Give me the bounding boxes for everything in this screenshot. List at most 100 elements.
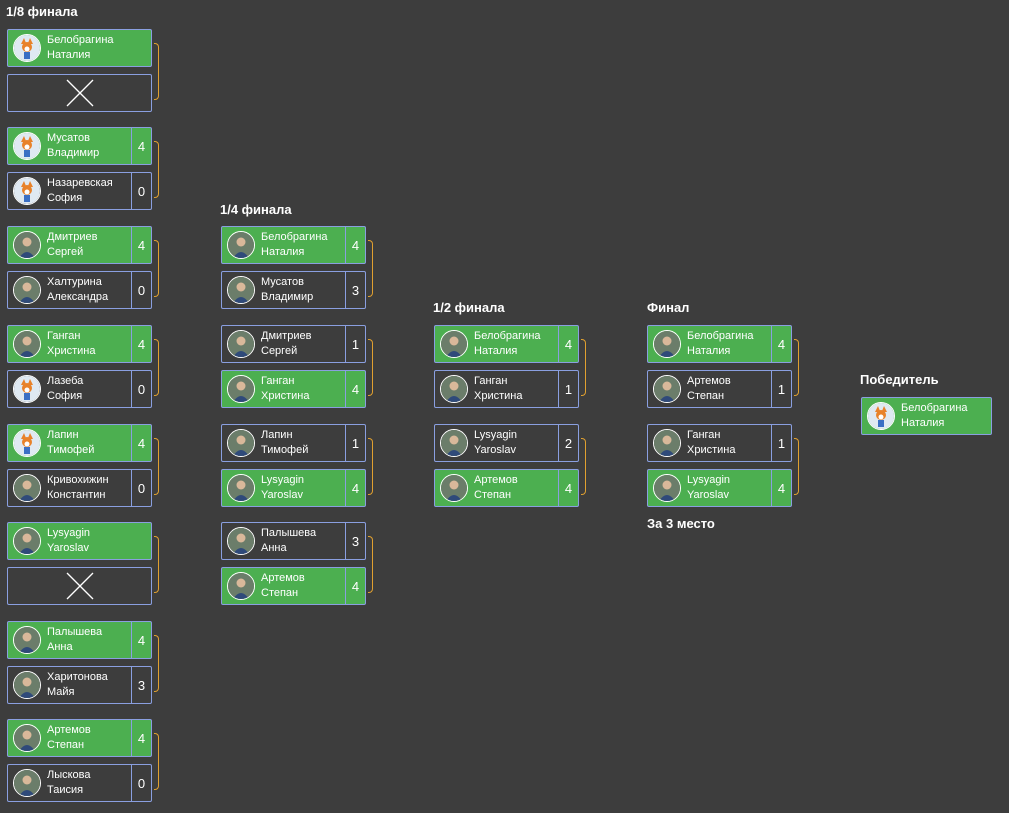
player-photo-icon	[653, 330, 681, 358]
player-photo-icon	[227, 572, 255, 600]
player-slot[interactable]: Палышева Анна 3	[221, 522, 366, 560]
player-score: 4	[558, 470, 578, 506]
player-score: 4	[131, 720, 151, 756]
bracket-connector	[368, 240, 373, 297]
player-photo-icon	[13, 527, 41, 555]
player-name: Артемов Степан	[687, 375, 731, 402]
player-photo-icon	[13, 724, 41, 752]
player-score: 0	[131, 470, 151, 506]
player-score: 3	[345, 523, 365, 559]
player-slot[interactable]: Белобрагина Наталия 4	[647, 325, 792, 363]
player-photo-icon	[13, 474, 41, 502]
player-photo-icon	[440, 375, 468, 403]
player-score: 4	[131, 622, 151, 658]
player-score: 4	[771, 470, 791, 506]
player-slot[interactable]: Lysyagin Yaroslav 4	[647, 469, 792, 507]
player-photo-icon	[440, 429, 468, 457]
player-slot[interactable]: Артемов Степан 4	[434, 469, 579, 507]
player-photo-icon	[227, 429, 255, 457]
player-name: Белобрагина Наталия	[261, 231, 328, 258]
empty-slot[interactable]	[7, 74, 152, 112]
player-slot[interactable]: Артемов Степан 4	[221, 567, 366, 605]
player-name: Белобрагина Наталия	[474, 330, 541, 357]
player-name: Белобрагина Наталия	[687, 330, 754, 357]
player-slot[interactable]: Кривохижин Константин 0	[7, 469, 152, 507]
player-score: 2	[558, 425, 578, 461]
round-title-final: Финал	[647, 300, 690, 315]
player-name: Артемов Степан	[474, 474, 518, 501]
player-photo-icon	[227, 375, 255, 403]
empty-slot[interactable]	[7, 567, 152, 605]
bracket-connector	[794, 339, 799, 396]
player-score: 1	[345, 425, 365, 461]
player-name: Харитонова Майя	[47, 671, 108, 698]
player-slot[interactable]: Белобрагина Наталия	[861, 397, 992, 435]
player-name: Артемов Степан	[261, 572, 305, 599]
player-name: Ганган Христина	[261, 375, 310, 402]
player-score: 0	[131, 371, 151, 407]
fox-mascot-icon	[13, 375, 41, 403]
player-photo-icon	[227, 276, 255, 304]
player-photo-icon	[440, 330, 468, 358]
bracket-connector	[581, 438, 586, 495]
player-name: Lysyagin Yaroslav	[687, 474, 731, 501]
player-slot[interactable]: Lysyagin Yaroslav	[7, 522, 152, 560]
bracket-connector	[154, 141, 159, 198]
player-score: 1	[345, 326, 365, 362]
player-name: Дмитриев Сергей	[47, 231, 98, 258]
fox-mascot-icon	[13, 177, 41, 205]
player-photo-icon	[13, 671, 41, 699]
player-name: Палышева Анна	[261, 527, 317, 554]
player-score: 0	[131, 765, 151, 801]
player-slot[interactable]: Белобрагина Наталия	[7, 29, 152, 67]
fox-mascot-icon	[867, 402, 895, 430]
close-icon	[66, 79, 93, 107]
bracket-connector	[154, 536, 159, 593]
player-name: Lysyagin Yaroslav	[261, 474, 305, 501]
player-slot[interactable]: Ганган Христина 1	[647, 424, 792, 462]
player-name: Дмитриев Сергей	[261, 330, 312, 357]
bracket-connector	[154, 733, 159, 790]
bracket-connector	[368, 438, 373, 495]
player-score: 0	[131, 173, 151, 209]
player-score: 1	[771, 425, 791, 461]
player-name: Мусатов Владимир	[47, 132, 100, 159]
player-photo-icon	[653, 375, 681, 403]
player-slot[interactable]: Дмитриев Сергей 1	[221, 325, 366, 363]
player-name: Lysyagin Yaroslav	[47, 527, 91, 554]
round-title-qf: 1/4 финала	[220, 202, 292, 217]
player-score: 4	[345, 568, 365, 604]
player-score: 4	[131, 326, 151, 362]
player-score: 1	[558, 371, 578, 407]
player-name: Ганган Христина	[687, 429, 736, 456]
player-photo-icon	[227, 474, 255, 502]
bracket-connector	[794, 438, 799, 495]
bracket-connector	[581, 339, 586, 396]
player-score: 4	[771, 326, 791, 362]
player-slot[interactable]: Lysyagin Yaroslav 4	[221, 469, 366, 507]
player-name: Кривохижин Константин	[47, 474, 109, 501]
player-score: 4	[345, 470, 365, 506]
round-title-sf: 1/2 финала	[433, 300, 505, 315]
player-name: Лапин Тимофей	[47, 429, 95, 456]
player-photo-icon	[13, 626, 41, 654]
